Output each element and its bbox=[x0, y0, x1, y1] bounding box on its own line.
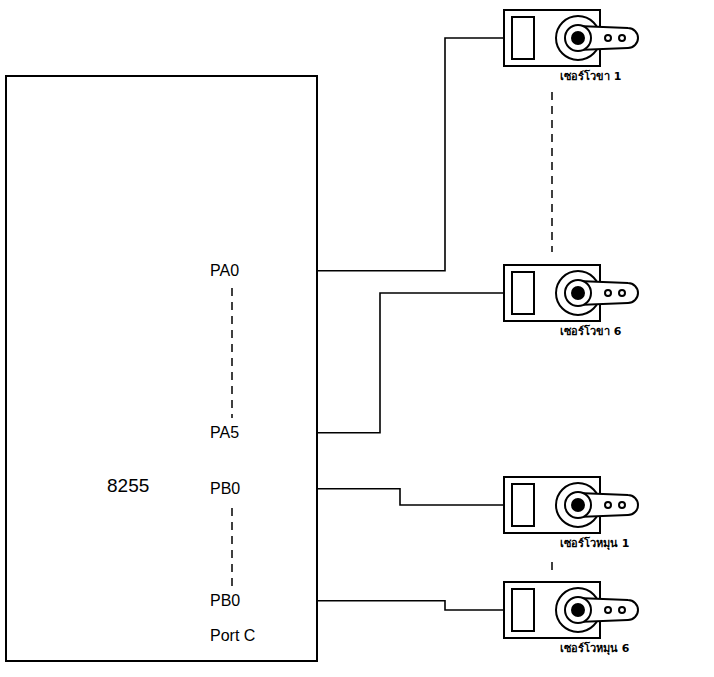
servo-shaft bbox=[572, 604, 584, 616]
servo-shaft bbox=[572, 287, 584, 299]
horn-hole bbox=[605, 502, 611, 508]
servo-name: เซอร์โวหมุน 1 bbox=[500, 537, 644, 550]
signal-wire bbox=[318, 601, 504, 610]
dashed-pin-range bbox=[231, 508, 233, 586]
servo-name: เซอร์โวหมุน 6 bbox=[500, 642, 644, 655]
dashed-pin-range bbox=[231, 288, 233, 418]
horn-hole bbox=[619, 35, 625, 41]
servo-icon bbox=[500, 473, 640, 537]
ppi-chip-box: PA0PA58255PB0PB0Port C bbox=[5, 75, 318, 662]
servo-hub bbox=[565, 597, 591, 623]
chip-name: 8255 bbox=[107, 476, 149, 497]
horn-hole bbox=[605, 607, 611, 613]
servo-icon bbox=[500, 261, 640, 325]
pin-name: PB0 bbox=[210, 480, 240, 498]
servo-name: เซอร์โวขา 1 bbox=[500, 70, 644, 83]
pin-name: PA5 bbox=[210, 424, 239, 442]
horn-hole bbox=[619, 607, 625, 613]
servo-shaft bbox=[572, 499, 584, 511]
signal-wire bbox=[318, 293, 504, 433]
horn-hole bbox=[605, 290, 611, 296]
servo-motor: เซอร์โวหมุน 1 bbox=[500, 473, 644, 550]
servo-body bbox=[504, 582, 600, 638]
servo-motor: เซอร์โวขา 1 bbox=[500, 6, 644, 83]
signal-wire bbox=[318, 489, 504, 505]
horn-hole bbox=[619, 290, 625, 296]
servo-hub bbox=[565, 280, 591, 306]
dashed-servo-range bbox=[551, 92, 553, 252]
servo-motor: เซอร์โวหมุน 6 bbox=[500, 578, 644, 655]
servo-label-plate bbox=[512, 589, 534, 631]
servo-motor: เซอร์โวขา 6 bbox=[500, 261, 644, 338]
servo-body bbox=[504, 10, 600, 66]
horn-hole bbox=[605, 35, 611, 41]
servo-shaft bbox=[572, 32, 584, 44]
servo-body bbox=[504, 477, 600, 533]
servo-label-plate bbox=[512, 17, 534, 59]
servo-icon bbox=[500, 578, 640, 642]
servo-label-plate bbox=[512, 272, 534, 314]
servo-hub bbox=[565, 25, 591, 51]
dashed-servo-range bbox=[551, 562, 553, 575]
servo-name: เซอร์โวขา 6 bbox=[500, 325, 644, 338]
servo-body bbox=[504, 265, 600, 321]
pin-name: PB0 bbox=[210, 592, 240, 610]
servo-hub bbox=[565, 492, 591, 518]
port-name: Port C bbox=[210, 627, 255, 645]
servo-icon bbox=[500, 6, 640, 70]
horn-hole bbox=[619, 502, 625, 508]
pin-name: PA0 bbox=[210, 262, 239, 280]
signal-wire bbox=[318, 38, 504, 271]
servo-label-plate bbox=[512, 484, 534, 526]
